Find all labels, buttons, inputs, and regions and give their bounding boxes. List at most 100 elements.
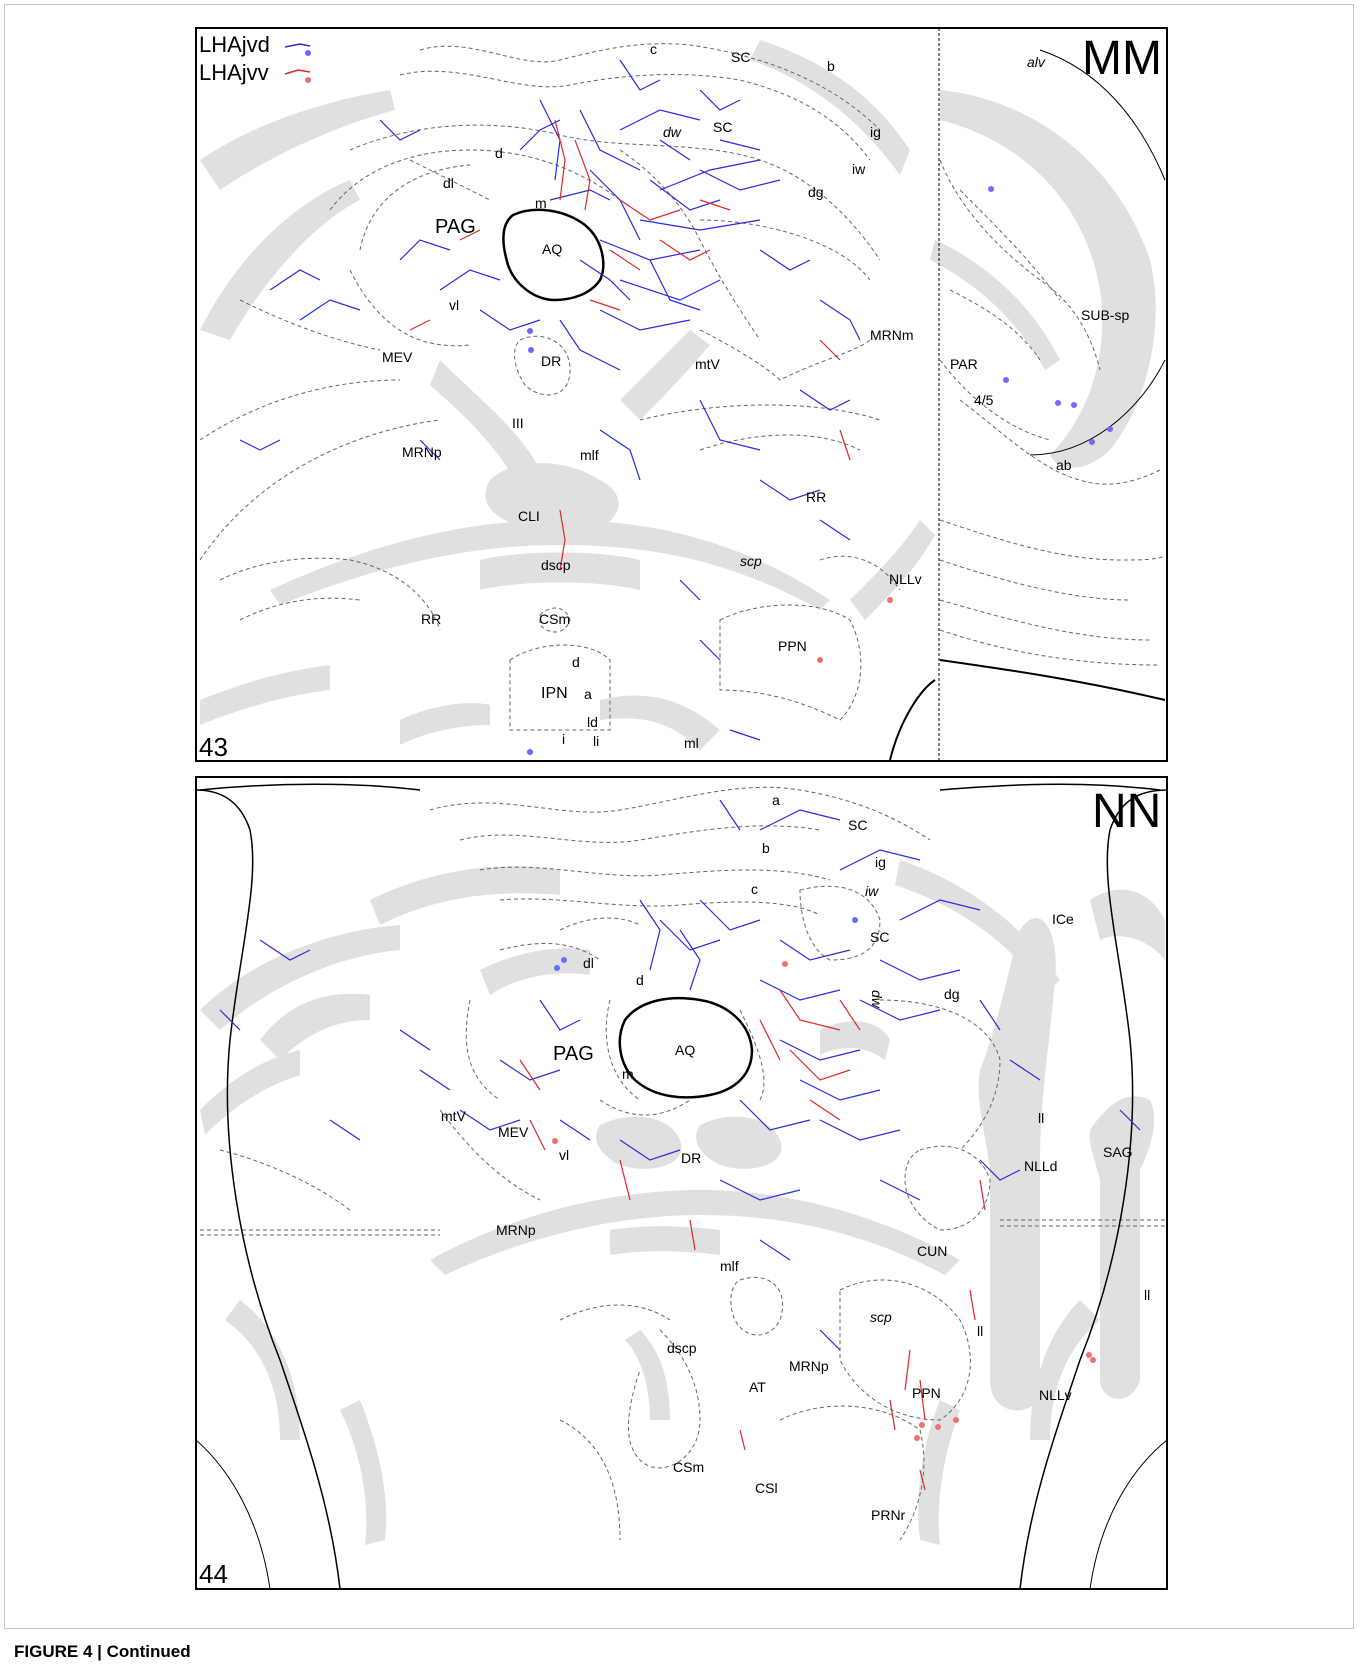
region-labels-nn: a SC b ig c iw SC ICe dl d dg dw PAG AQ … [441, 792, 1150, 1523]
region-label: ig [870, 124, 881, 140]
region-label: ld [587, 714, 598, 730]
panel-letter-mm: MM [1082, 32, 1162, 85]
region-label: NLLv [889, 571, 922, 587]
region-label: b [762, 840, 770, 856]
panel-border-nn [195, 776, 1168, 1590]
region-label: SC [848, 817, 867, 833]
region-label: CSl [755, 1480, 778, 1496]
region-label: dw [869, 990, 885, 1009]
region-label: PPN [912, 1385, 941, 1401]
region-label: mtV [695, 356, 721, 372]
lateral-edge-right-nn [1089, 1439, 1167, 1589]
region-label: iw [852, 161, 866, 177]
region-label: PPN [778, 638, 807, 654]
brain-edge-mm [939, 659, 1166, 701]
region-label: PAG [435, 216, 476, 238]
region-label: NLLd [1024, 1158, 1057, 1174]
legend-label-lhajvd: LHAjvd [199, 32, 270, 57]
region-label: d [495, 145, 503, 161]
region-label: SC [713, 119, 732, 135]
legend-swatch-lhajvd [284, 43, 311, 48]
region-label: vl [559, 1147, 569, 1163]
region-label: iw [865, 883, 879, 899]
region-label: a [584, 686, 592, 702]
region-label: PAG [553, 1043, 594, 1065]
fiber-tracts-mm [200, 40, 1156, 750]
legend: LHAjvd LHAjvv [197, 29, 327, 89]
region-label: mtV [441, 1108, 467, 1124]
region-label: NLLv [1039, 1387, 1072, 1403]
region-label: c [751, 881, 758, 897]
region-label: SC [870, 929, 889, 945]
region-label: ab [1056, 457, 1072, 473]
region-label: d [572, 654, 580, 670]
panel-mm: LHAjvd LHAjvv c SC b ig dw SC iw dg d dl… [196, 28, 1167, 761]
region-label: AQ [542, 241, 562, 257]
panel-nn: a SC b ig c iw SC ICe dl d dg dw PAG AQ … [196, 777, 1167, 1589]
region-label: dl [443, 175, 454, 191]
region-label: SAG [1103, 1144, 1133, 1160]
region-label: AQ [675, 1042, 695, 1058]
region-label: b [827, 58, 835, 74]
region-label: PAR [950, 356, 978, 372]
region-label: scp [870, 1309, 892, 1325]
region-label: 4/5 [974, 392, 994, 408]
region-label: ll [1038, 1110, 1044, 1126]
region-label: CSm [539, 611, 570, 627]
region-label: DR [681, 1150, 701, 1166]
legend-swatch-lhajvv [284, 69, 311, 75]
region-label: DR [541, 353, 561, 369]
alv-edge-mm [1039, 49, 1166, 181]
fiber-traces-nn [219, 799, 1141, 1491]
panel-letter-nn: NN [1092, 785, 1161, 838]
region-label: III [512, 415, 524, 431]
region-label: MEV [498, 1124, 529, 1140]
soma-dots-nn [552, 917, 1096, 1441]
top-edge-nn [199, 783, 421, 791]
region-label: c [650, 41, 657, 57]
region-label: RR [806, 489, 826, 505]
aqueduct-mm [502, 208, 605, 302]
region-label: alv [1027, 54, 1046, 70]
region-label: RR [421, 611, 441, 627]
region-label: ll [1144, 1287, 1150, 1303]
region-label: i [562, 731, 565, 747]
region-labels-mm: c SC b ig dw SC iw dg d dl m PAG AQ vl M… [382, 41, 1129, 751]
top-edge-right-nn [939, 783, 1161, 791]
lateral-edge-mm [889, 679, 936, 761]
region-label: d [636, 972, 644, 988]
region-label: MRNm [870, 327, 914, 343]
region-label: PRNr [871, 1507, 906, 1523]
panel-border-mm [195, 27, 1168, 762]
region-label: SC [731, 49, 750, 65]
region-label: SUB-sp [1081, 307, 1129, 323]
region-label: li [593, 733, 599, 749]
region-label: MRNp [496, 1222, 536, 1238]
region-label: CLI [518, 508, 540, 524]
region-label: CUN [917, 1243, 947, 1259]
region-label: ICe [1052, 911, 1074, 927]
region-outlines-mm [199, 43, 1166, 731]
region-label: MRNp [789, 1358, 829, 1374]
brain-edge-left-nn [196, 789, 341, 1589]
soma-dots-mm [527, 186, 1113, 755]
region-label: m [622, 1066, 634, 1082]
region-label: CSm [673, 1459, 704, 1475]
region-label: dscp [541, 557, 571, 573]
region-label: dg [944, 986, 960, 1002]
figure-frame [4, 4, 1354, 1629]
region-label: ml [684, 735, 699, 751]
legend-label-lhajvv: LHAjvv [199, 60, 269, 85]
region-label: scp [740, 553, 762, 569]
region-label: a [772, 792, 780, 808]
region-label: dl [583, 955, 594, 971]
region-label: ig [875, 854, 886, 870]
region-label: dscp [667, 1340, 697, 1356]
level-number-nn: 44 [199, 1559, 228, 1589]
region-outlines-nn [200, 786, 1165, 1541]
figure-caption: FIGURE 4 | Continued [14, 1642, 191, 1661]
region-label: m [535, 195, 547, 211]
region-label: dg [808, 184, 824, 200]
lateral-edge-left-nn [196, 1439, 271, 1589]
